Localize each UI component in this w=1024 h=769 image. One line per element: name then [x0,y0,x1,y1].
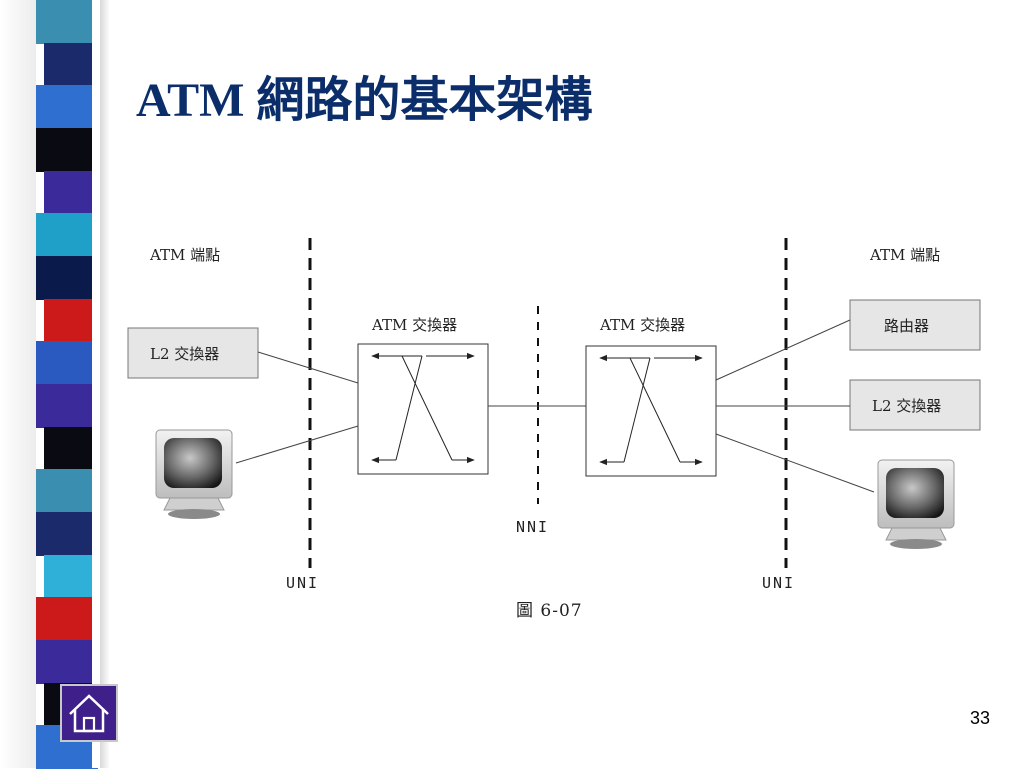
color-stripes [36,0,98,769]
left-uni-label: UNI [286,574,319,592]
left-atm-switch-label: ATM 交換器 [371,316,457,334]
figure-caption: 圖 6-07 [516,601,583,621]
sidebar-stripe [44,298,98,343]
sidebar-stripe [36,213,98,257]
sidebar-stripe [44,170,98,215]
right-atm-switch-label: ATM 交換器 [599,316,685,334]
slide-title: ATM 網路的基本架構 [136,74,593,127]
page-number: 33 [969,708,990,728]
atm-network-diagram: ATM 端點 ATM 端點 UNI UNI NNI ATM 交換器 ATM 交換… [127,238,981,621]
home-icon [69,694,109,733]
right-computer-link [715,433,875,493]
decorative-sidebar [0,0,120,769]
sidebar-stripe [44,554,98,599]
sidebar-stripe [36,597,98,641]
nni-label: NNI [516,518,549,536]
right-router: 路由器 [849,299,981,351]
right-router-link [715,319,851,381]
sidebar-stripe [36,128,98,172]
right-atm-switch [585,345,717,477]
sidebar-stripe [44,426,98,471]
sidebar-spine-shadow [100,0,110,768]
sidebar-stripe [36,0,98,44]
sidebar-stripe [36,384,98,428]
left-computer-link [235,425,359,464]
sidebar-stripe [36,512,98,556]
right-l2-switch: L2 交換器 [849,379,981,431]
right-router-label: 路由器 [884,317,929,335]
sidebar-shade [0,0,36,768]
left-l2-link [257,351,359,384]
sidebar-stripe [44,42,98,87]
computer-monitor-icon [877,459,955,549]
left-endpoint-label: ATM 端點 [149,246,220,264]
right-uni-label: UNI [762,574,795,592]
sidebar-stripe [36,469,98,513]
left-atm-switch [357,343,489,475]
left-l2-switch-label: L2 交換器 [150,345,219,363]
computer-monitor-icon [155,429,233,519]
right-endpoint-label: ATM 端點 [869,246,940,264]
sidebar-stripe [36,85,98,129]
sidebar-spine [92,0,100,768]
sidebar-stripe [36,640,98,684]
sidebar-stripe [36,341,98,385]
sidebar-stripe [36,256,98,300]
home-button[interactable] [60,684,118,742]
right-l2-switch-label: L2 交換器 [872,397,941,415]
left-l2-switch: L2 交換器 [127,327,259,379]
